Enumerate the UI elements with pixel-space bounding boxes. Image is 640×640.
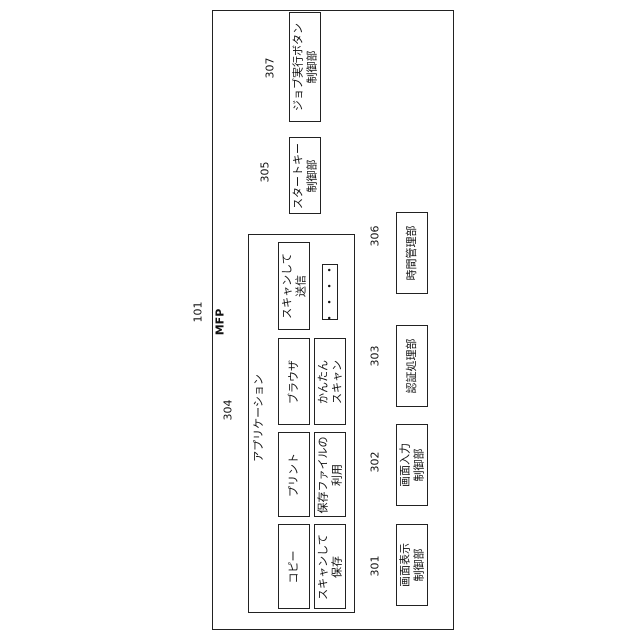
mfp-ref: 101 [192,302,205,323]
app-copy: コピー [278,524,310,609]
time-management-ref: 306 [369,226,382,247]
app-scan-send: スキャンして 送信 [278,242,310,330]
app-scan-save: スキャンして 保存 [314,524,346,609]
app-browser: ブラウザ [278,338,310,425]
screen-input-controller: 画面入力 制御部 [396,424,428,506]
application-ref: 304 [222,400,235,421]
app-print: プリント [278,432,310,517]
start-key-ref: 305 [259,162,272,183]
time-management: 時間管理部 [396,212,428,294]
job-button-controller: ジョブ実行ボタン 制御部 [289,12,321,122]
app-saved-file: 保存ファイルの 利用 [314,432,346,517]
app-more: ・・・・ [322,264,338,320]
screen-display-ref: 301 [369,556,382,577]
screen-input-ref: 302 [369,452,382,473]
application-title: アプリケーション [250,374,266,462]
job-button-ref: 307 [264,58,277,79]
mfp-label: MFP [214,309,227,336]
start-key-controller: スタートキー 制御部 [289,137,321,214]
auth-processing-ref: 303 [369,346,382,367]
screen-display-controller: 画面表示 制御部 [396,524,428,606]
auth-processing: 認証処理部 [396,325,428,407]
app-easy-scan: かんたん スキャン [314,338,346,425]
